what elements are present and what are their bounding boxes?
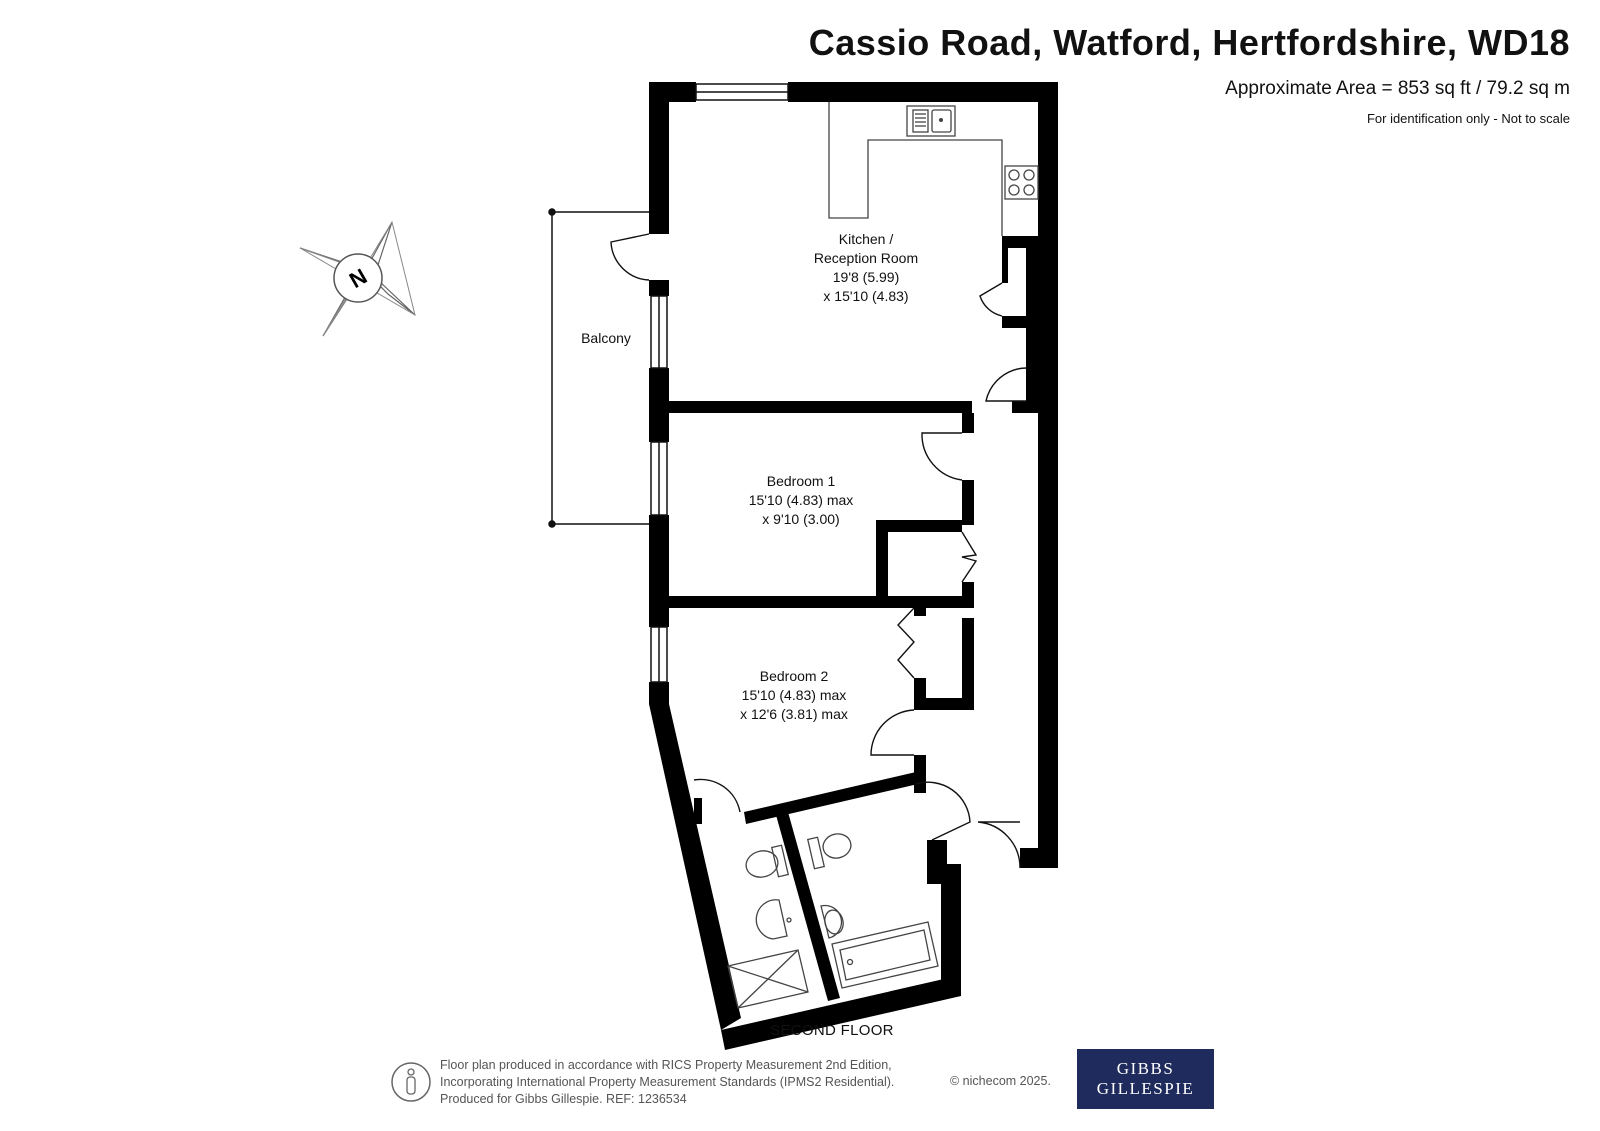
copyright-text: © nichecom 2025. [950,1074,1051,1088]
windows [650,83,789,683]
bedroom2-label: Bedroom 2 15'10 (4.83) max x 12'6 (3.81)… [740,667,848,724]
rics-footer-note: Floor plan produced in accordance with R… [440,1057,894,1108]
compass-icon: N [299,220,416,337]
floor-label: SECOND FLOOR [770,1022,894,1039]
bedroom1-dimension-1: 15'10 (4.83) max [748,492,854,508]
bedroom2-dimension-2: x 12'6 (3.81) max [740,706,848,722]
bathroom-fixtures [727,833,939,1009]
footer-line1: Floor plan produced in accordance with R… [440,1058,892,1072]
balcony-name: Balcony [581,330,631,346]
footer-line2: Incorporating International Property Mea… [440,1075,895,1089]
interior-walls [669,236,1038,1001]
bedroom1-dimension-2: x 9'10 (3.00) [762,511,840,527]
kitchen-counter [828,102,1039,236]
balcony-railing [548,208,649,528]
kitchen-name-line1: Kitchen / [838,231,894,247]
bedroom1-name: Bedroom 1 [766,473,836,489]
kitchen-name-line2: Reception Room [813,250,919,266]
ipms-person-icon [391,1062,431,1102]
property-title: Cassio Road, Watford, Hertfordshire, WD1… [808,22,1570,63]
exterior-walls [649,82,1058,1050]
kitchen-dimension-1: 19'8 (5.99) [832,269,900,285]
kitchen-reception-label: Kitchen / Reception Room 19'8 (5.99) x 1… [814,230,918,306]
doors [610,233,1027,869]
scale-note: For identification only - Not to scale [1366,111,1570,126]
bedroom2-name: Bedroom 2 [759,668,829,684]
kitchen-dimension-2: x 15'10 (4.83) [823,288,909,304]
approximate-area: Approximate Area = 853 sq ft / 79.2 sq m [1225,78,1570,99]
footer-line3: Produced for Gibbs Gillespie. REF: 12365… [440,1092,687,1106]
brand-line1: GIBBS [1116,1059,1175,1078]
bedroom1-label: Bedroom 1 15'10 (4.83) max x 9'10 (3.00) [749,472,854,529]
balcony-label: Balcony [581,329,631,348]
brand-line2: GILLESPIE [1096,1079,1195,1098]
bedroom2-dimension-1: 15'10 (4.83) max [741,687,847,703]
gibbs-gillespie-logo: GIBBS GILLESPIE [1077,1049,1214,1109]
sink-icon [939,118,943,122]
